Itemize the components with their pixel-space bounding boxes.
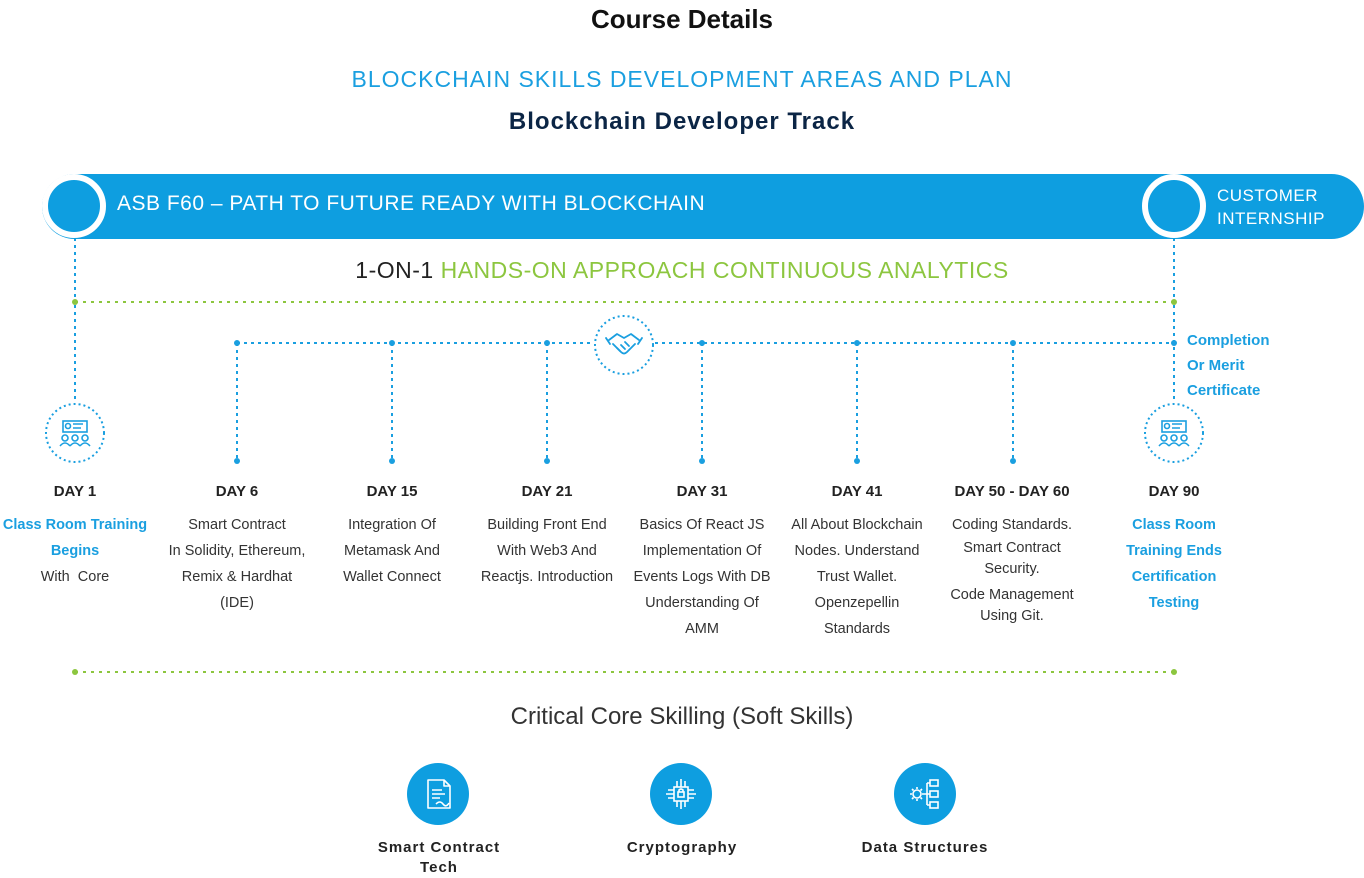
approach-prefix: 1-ON-1: [355, 257, 434, 283]
day-detail: Nodes. Understand: [794, 543, 920, 559]
banner-internship-label: CUSTOMER INTERNSHIP: [1217, 184, 1325, 230]
day-detail: Standards: [823, 621, 891, 637]
day-detail: In Solidity, Ethereum,: [168, 543, 306, 559]
day-detail: Metamask And: [344, 543, 440, 559]
day-detail: Openzepellin: [814, 595, 900, 611]
page-title: Course Details: [590, 4, 774, 34]
day-detail: Wallet Connect: [343, 569, 441, 585]
skill-label-data-structures: Data Structures: [840, 838, 1010, 858]
day-detail: Using Git.: [980, 608, 1044, 624]
banner-right-line: INTERNSHIP: [1217, 209, 1325, 228]
gear-network-icon: [894, 763, 956, 825]
approach-highlight: HANDS-ON APPROACH CONTINUOUS ANALYTICS: [440, 257, 1009, 283]
day-detail: Building Front End: [487, 517, 607, 533]
day-detail: Smart Contract: [963, 540, 1061, 556]
banner-right-line: CUSTOMER: [1217, 186, 1318, 205]
day-detail: AMM: [685, 621, 719, 637]
banner-title: ASB F60 – PATH TO FUTURE READY WITH BLOC…: [117, 192, 706, 215]
day-detail: Events Logs With DB: [633, 569, 771, 585]
skill-label-line: Tech: [420, 859, 458, 876]
handshake-icon: [594, 315, 654, 375]
day-detail: Class Room: [1132, 517, 1216, 533]
day-detail: Reactjs. Introduction: [480, 569, 614, 585]
day-label: DAY 15: [366, 483, 418, 500]
day-detail: Understanding Of: [645, 595, 759, 611]
day-detail: With Web3 And: [497, 543, 597, 559]
timeline-day-31: DAY 31 Basics Of React JS Implementation…: [622, 482, 782, 642]
day-detail: Class Room Training: [2, 517, 148, 533]
day-detail: Trust Wallet.: [816, 569, 898, 585]
day-detail: Security.: [984, 561, 1040, 577]
day-detail: With Core: [40, 569, 110, 585]
day-detail: Begins: [50, 543, 100, 559]
day-label: DAY 1: [53, 483, 97, 500]
day-label: DAY 6: [215, 483, 259, 500]
day-detail: Testing: [1148, 595, 1200, 611]
timeline-day-15: DAY 15 Integration Of Metamask And Walle…: [312, 482, 472, 590]
skill-label-cryptography: Cryptography: [597, 838, 767, 858]
day-detail: Coding Standards.: [951, 517, 1073, 533]
timeline-day-41: DAY 41 All About Blockchain Nodes. Under…: [777, 482, 937, 642]
classroom-icon: [1144, 403, 1204, 463]
day-detail: (IDE): [220, 595, 254, 611]
track-title: Blockchain Developer Track: [508, 108, 856, 135]
completion-certificate-label: Completion Or Merit Certificate: [1187, 328, 1270, 403]
banner-start-circle: [42, 174, 106, 238]
contract-document-icon: [407, 763, 469, 825]
day-detail: Implementation Of: [642, 543, 762, 559]
day-detail: Basics Of React JS: [639, 517, 765, 533]
day-detail: Smart Contract: [188, 517, 286, 533]
day-label: DAY 41: [831, 483, 883, 500]
skill-label-smart-contract: Smart Contract Tech: [354, 838, 524, 878]
approach-heading: 1-ON-1 HANDS-ON APPROACH CONTINUOUS ANAL…: [0, 257, 1364, 284]
banner-end-circle: [1142, 174, 1206, 238]
day-detail: Certification: [1131, 569, 1217, 585]
soft-skills-title: Critical Core Skilling (Soft Skills): [510, 703, 854, 730]
day-label: DAY 50 - DAY 60: [954, 483, 1070, 500]
day-detail: Code Management: [950, 587, 1074, 603]
section-subtitle: BLOCKCHAIN SKILLS DEVELOPMENT AREAS AND …: [351, 66, 1013, 92]
timeline-day-6: DAY 6 Smart Contract In Solidity, Ethere…: [157, 482, 317, 616]
day-label: DAY 31: [676, 483, 728, 500]
timeline-day-21: DAY 21 Building Front End With Web3 And …: [467, 482, 627, 590]
day-detail: Training Ends: [1126, 543, 1222, 559]
skill-label-line: Data Structures: [861, 839, 989, 856]
timeline-day-1: DAY 1 Class Room Training Begins With Co…: [0, 482, 155, 590]
day-detail: Remix & Hardhat: [181, 569, 293, 585]
day-label: DAY 90: [1148, 483, 1200, 500]
timeline-day-90: DAY 90 Class Room Training Ends Certific…: [1094, 482, 1254, 616]
timeline-day-50-60: DAY 50 - DAY 60 Coding Standards. Smart …: [932, 482, 1092, 627]
day-detail: All About Blockchain: [791, 517, 923, 533]
day-detail: Integration Of: [348, 517, 436, 533]
day-label: DAY 21: [521, 483, 573, 500]
completion-line: Or Merit: [1187, 357, 1245, 374]
completion-line: Completion: [1187, 332, 1270, 349]
skill-label-line: Smart Contract: [377, 839, 501, 856]
completion-line: Certificate: [1187, 382, 1261, 399]
skill-label-line: Cryptography: [626, 839, 738, 856]
classroom-icon: [45, 403, 105, 463]
crypto-chip-lock-icon: [650, 763, 712, 825]
